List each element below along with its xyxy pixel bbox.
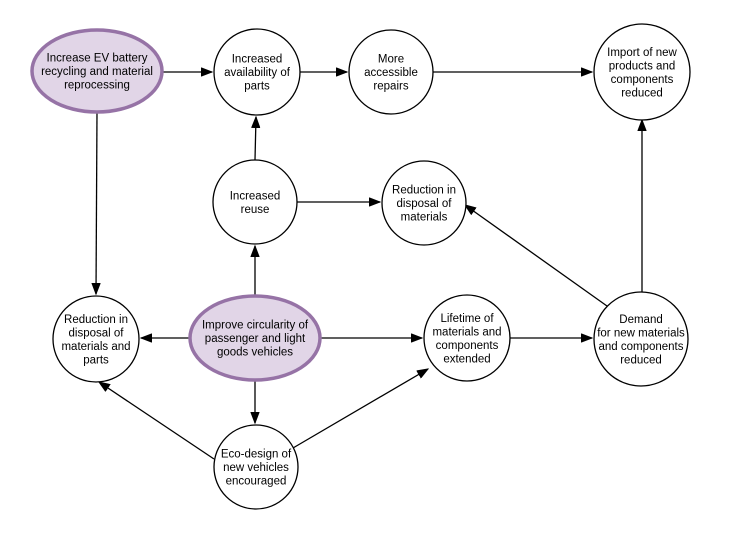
edge-eco-design-to-lifetime-extended bbox=[292, 369, 428, 449]
circle-shape-increased-reuse bbox=[212, 159, 298, 245]
edges-layer bbox=[96, 72, 642, 460]
circle-shape-demand-reduced bbox=[593, 291, 689, 387]
circle-shape-lifetime-extended bbox=[423, 294, 511, 382]
ellipse-shape-improve-circularity bbox=[188, 294, 322, 382]
circle-shape-materials-disposal-reduction bbox=[381, 160, 467, 246]
edge-eco-design-to-materials-parts-disposal-reduction bbox=[99, 382, 215, 460]
edge-ev-battery-recycling-to-materials-parts-disposal-reduction bbox=[96, 111, 97, 294]
circle-shape-eco-design bbox=[213, 424, 299, 510]
ellipse-shape-ev-battery-recycling bbox=[30, 28, 164, 114]
circle-shape-materials-parts-disposal-reduction bbox=[52, 295, 140, 383]
edge-increased-reuse-to-parts-availability bbox=[255, 117, 256, 161]
edge-demand-reduced-to-materials-disposal-reduction bbox=[465, 205, 608, 307]
circle-shape-imports-reduced bbox=[593, 23, 691, 121]
circle-shape-parts-availability bbox=[213, 28, 301, 116]
circle-shape-accessible-repairs bbox=[348, 29, 434, 115]
